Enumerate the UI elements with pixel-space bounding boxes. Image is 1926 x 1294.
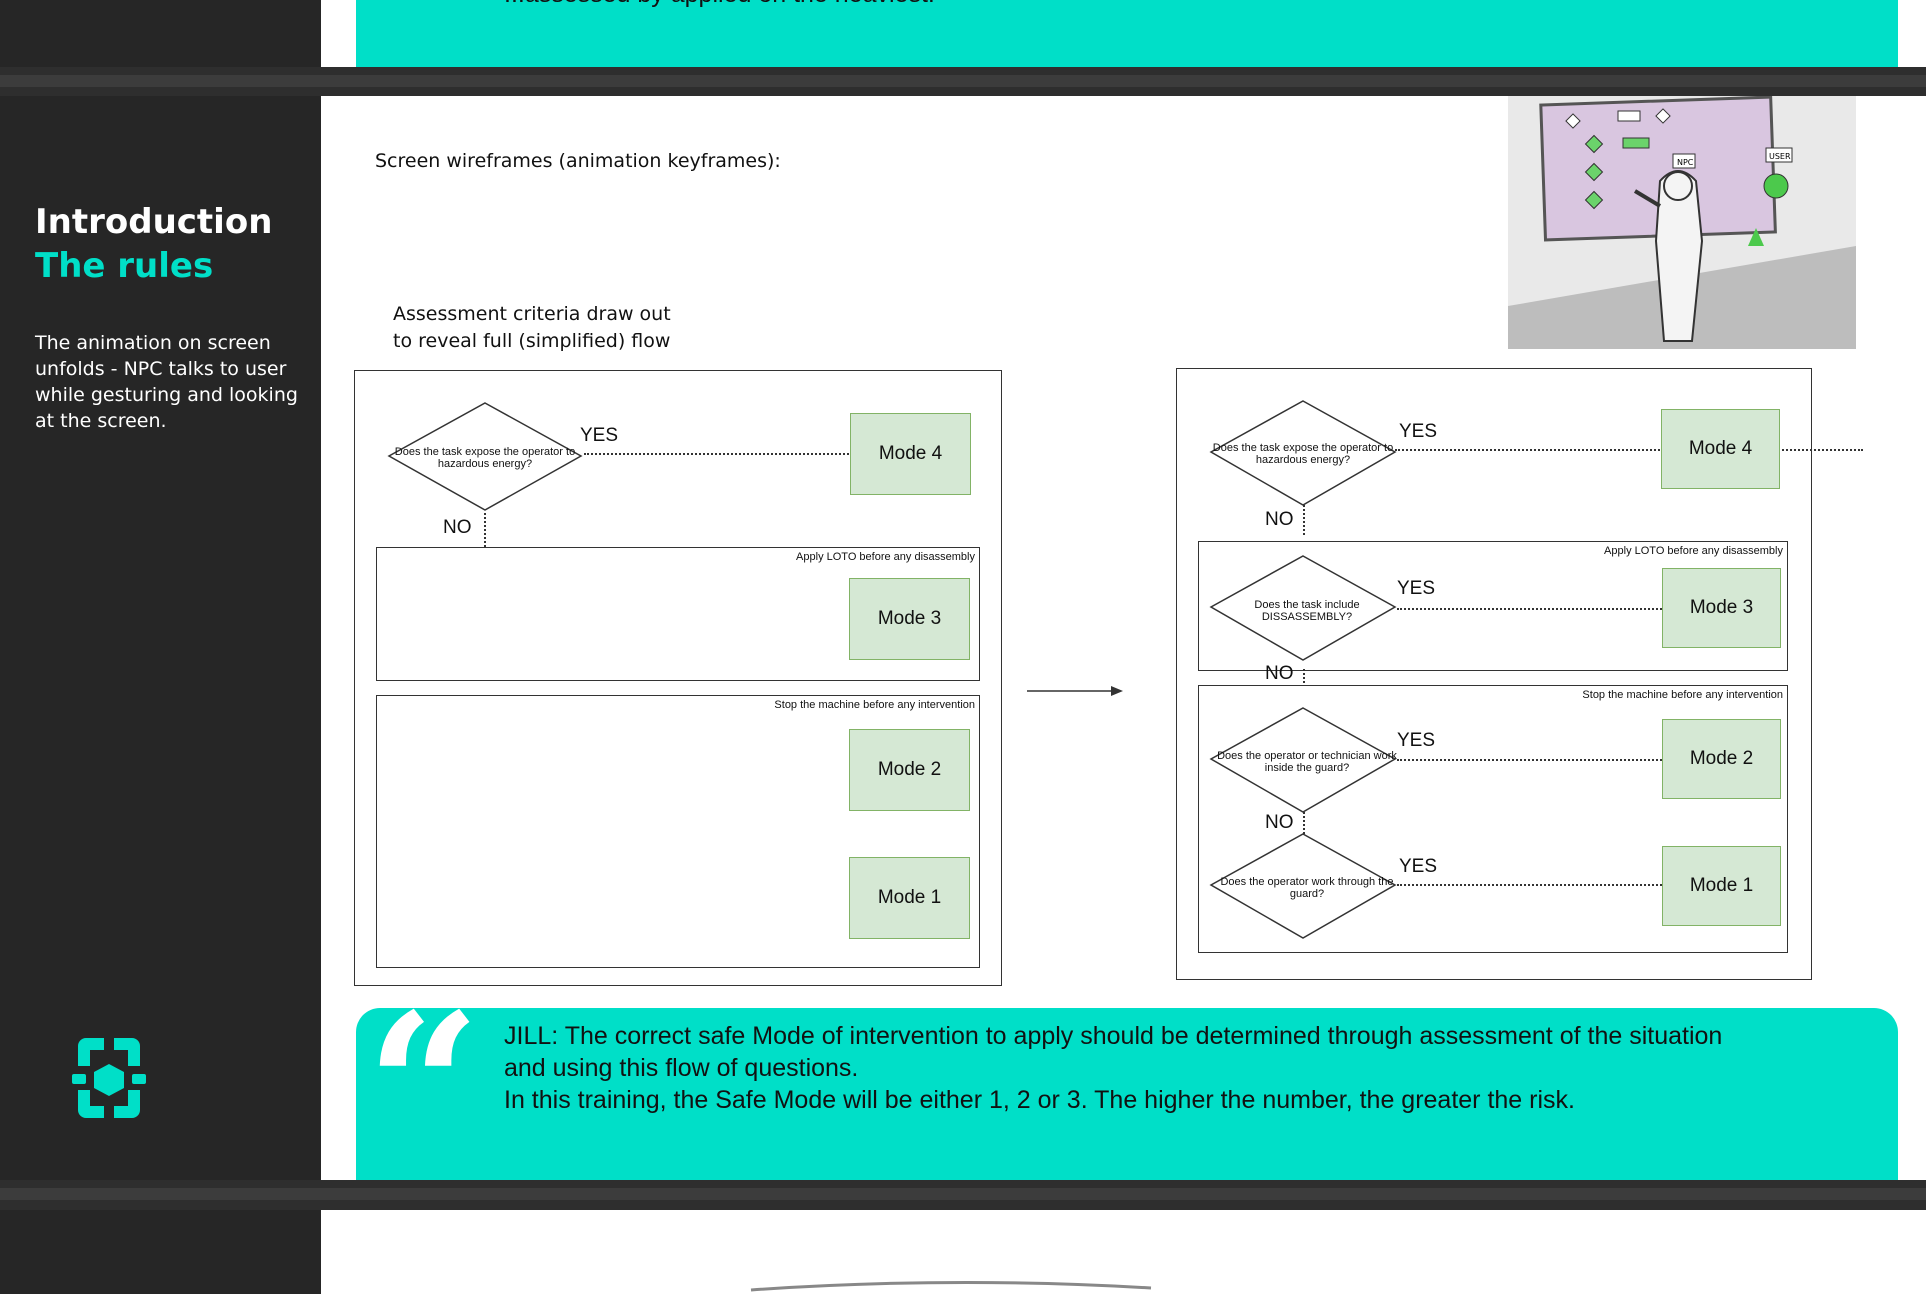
- quote-mark-icon: “: [366, 970, 482, 1205]
- mode-2-box: Mode 2: [849, 729, 970, 811]
- mode-2-box: Mode 2: [1662, 719, 1781, 799]
- sidebar-top: [0, 0, 321, 67]
- flow-subheading-line2: to reveal full (simplified) flow: [393, 330, 671, 352]
- quote-line-1: JILL: The correct safe Mode of intervent…: [504, 1022, 1723, 1050]
- slide-separator: [0, 1180, 1926, 1210]
- flow-frame-right: Does the task expose the operator to haz…: [1176, 368, 1863, 980]
- question-diamond-1: [387, 402, 583, 511]
- logo-icon: [72, 1038, 146, 1118]
- loto-group: Apply LOTO before any disassembly Does t…: [1198, 541, 1788, 671]
- no-label: NO: [1265, 663, 1294, 684]
- slide-separator: [0, 67, 1926, 96]
- question-diamond-4: [1209, 833, 1397, 939]
- sketch-user-label: USER: [1769, 152, 1791, 161]
- next-slide-sketch: [750, 1280, 1152, 1292]
- no-label: NO: [1265, 812, 1294, 833]
- no-connector: [1303, 669, 1305, 699]
- question-1-text: Does the task expose the operator to haz…: [1212, 442, 1394, 466]
- no-label: NO: [443, 517, 472, 538]
- slide-content: Screen wireframes (animation keyframes):…: [321, 95, 1926, 1188]
- quote-line-3: In this training, the Safe Mode will be …: [504, 1086, 1575, 1114]
- next-slide: [321, 1210, 1926, 1294]
- question-diamond-2: [1209, 555, 1397, 661]
- yes-connector: [1397, 884, 1665, 886]
- question-1-text: Does the task expose the operator to haz…: [394, 446, 576, 470]
- yes-connector: [584, 453, 860, 455]
- loto-note: Apply LOTO before any disassembly: [796, 551, 975, 563]
- sidebar: Introduction The rules The animation on …: [0, 96, 321, 1180]
- yes-connector: [1397, 608, 1665, 610]
- yes-label: YES: [1397, 730, 1436, 751]
- flow-subheading-line1: Assessment criteria draw out: [393, 303, 671, 325]
- section-title: Introduction: [35, 202, 273, 242]
- question-4-text: Does the operator work through the guard…: [1220, 876, 1394, 900]
- mode-4-box: Mode 4: [850, 413, 971, 495]
- loto-group: Apply LOTO before any disassembly Mode 3: [376, 547, 980, 681]
- mode-3-box: Mode 3: [849, 578, 970, 660]
- previous-quote-box: ...assessed by applied on the heaviest.: [356, 0, 1898, 67]
- section-description: The animation on screen unfolds - NPC ta…: [35, 332, 298, 432]
- mode-3-box: Mode 3: [1662, 568, 1781, 648]
- no-label: NO: [1265, 509, 1294, 530]
- stop-machine-note: Stop the machine before any intervention: [774, 699, 975, 711]
- yes-label: YES: [1399, 421, 1438, 442]
- quote-line-2: and using this flow of questions.: [504, 1054, 859, 1082]
- npc-sketch-image: NPC USER: [1508, 95, 1856, 349]
- yes-label: YES: [1399, 856, 1438, 877]
- wireframes-heading: Screen wireframes (animation keyframes):: [375, 150, 781, 172]
- stop-machine-group: Stop the machine before any intervention…: [1198, 685, 1788, 953]
- previous-quote-text: ...assessed by applied on the heaviest.: [504, 0, 935, 10]
- mode-1-box: Mode 1: [1662, 846, 1781, 926]
- no-connector: [1303, 812, 1305, 834]
- stop-machine-note: Stop the machine before any intervention: [1582, 689, 1783, 701]
- transition-arrow: [1027, 686, 1123, 696]
- question-2-text: Does the task include DISSASSEMBLY?: [1254, 599, 1360, 623]
- yes-label: YES: [1397, 578, 1436, 599]
- quote-box: “ JILL: The correct safe Mode of interve…: [356, 988, 1898, 1188]
- no-connector: [1303, 505, 1305, 535]
- mode-1-box: Mode 1: [849, 857, 970, 939]
- sketch-npc-label: NPC: [1677, 158, 1694, 167]
- subsection-title: The rules: [35, 246, 214, 286]
- stop-machine-group: Stop the machine before any intervention…: [376, 695, 980, 968]
- question-3-text: Does the operator or technician work ins…: [1217, 750, 1397, 774]
- yes-label: YES: [580, 425, 619, 446]
- flow-frame-left: Does the task expose the operator to haz…: [354, 370, 1002, 986]
- mode-4-box: Mode 4: [1661, 409, 1780, 489]
- yes-connector: [1395, 449, 1863, 451]
- yes-connector: [1397, 759, 1665, 761]
- loto-note: Apply LOTO before any disassembly: [1604, 545, 1783, 557]
